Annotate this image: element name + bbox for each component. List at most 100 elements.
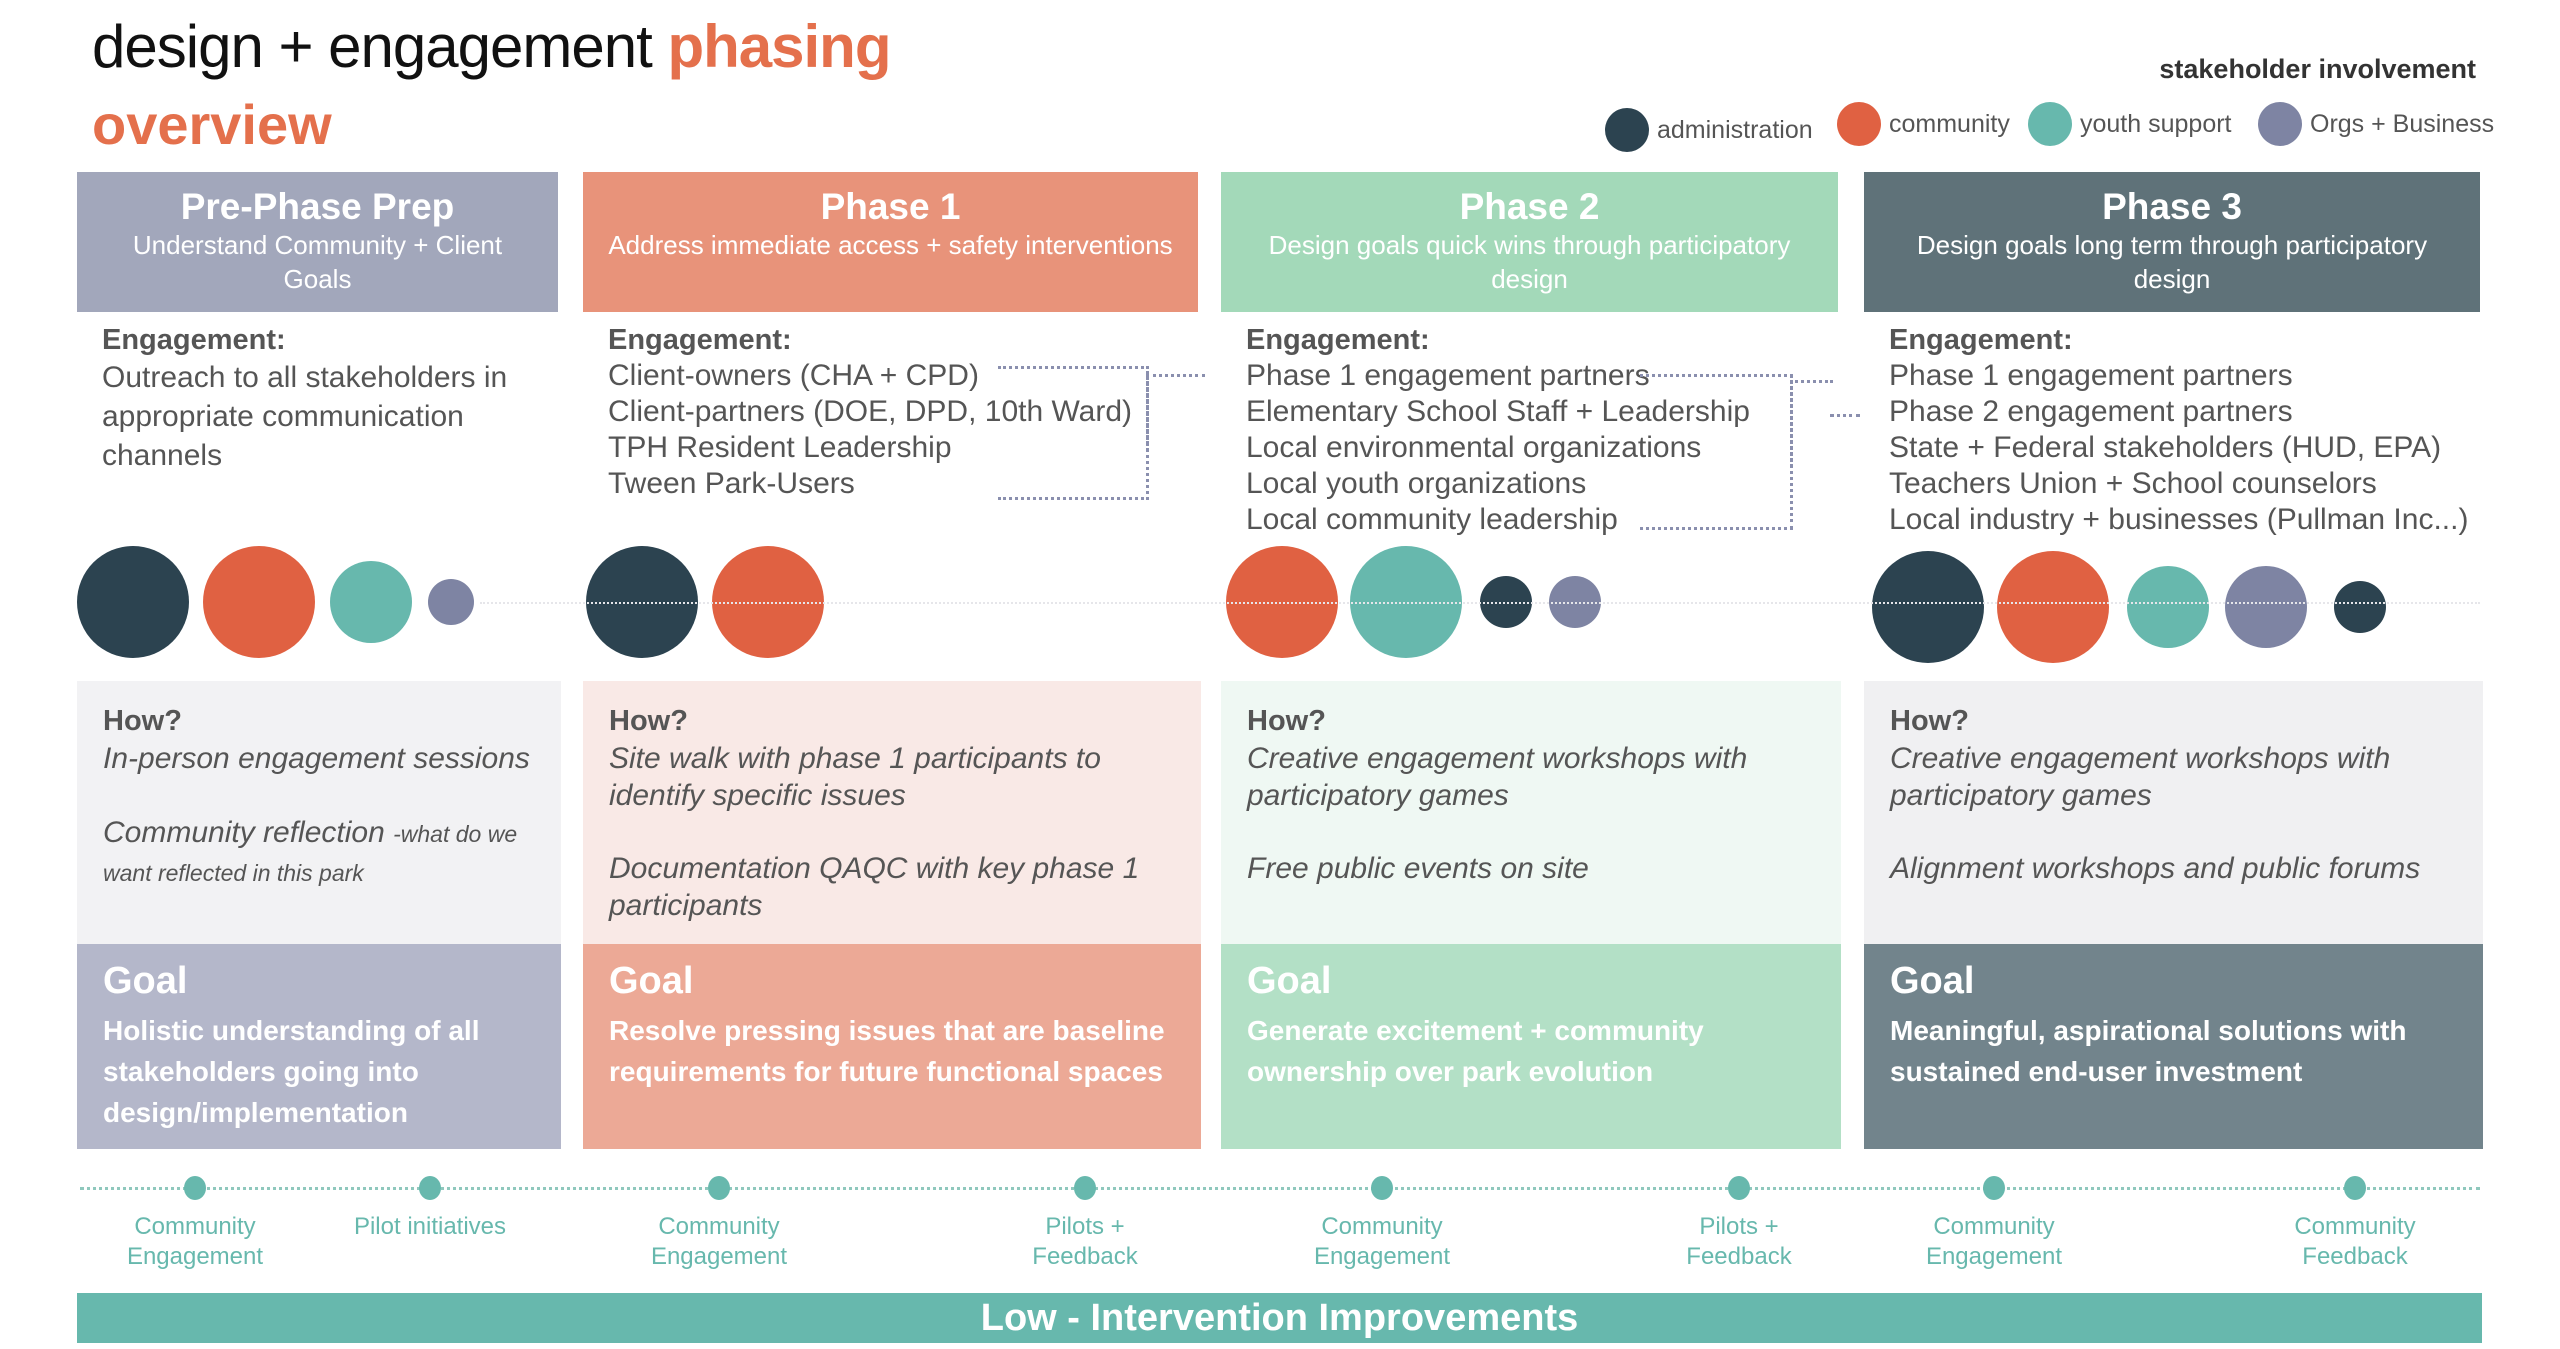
goal-label: Goal <box>103 960 188 1002</box>
stakeholder-circle-administration <box>77 546 189 658</box>
stakeholder-circle-youth-support <box>2127 566 2209 648</box>
goal-section: Goal Meaningful, aspirational solutions … <box>1864 944 2483 1149</box>
title-main: design + engagement <box>92 13 653 80</box>
connector-line <box>1830 414 1860 417</box>
timeline-milestone-label: Community Feedback <box>2294 1213 2416 1270</box>
goal-text: Generate excitement + community ownershi… <box>1247 1015 1704 1087</box>
engagement-item: Local community leadership <box>1246 503 1618 536</box>
stakeholder-circle-youth-support <box>330 561 412 643</box>
how-item: In-person engagement sessions <box>103 742 530 775</box>
engagement-item: Client-owners (CHA + CPD) <box>608 359 979 392</box>
legend-item-youth-support: youth support <box>2028 102 2232 146</box>
timeline-milestone-label: Pilot initiatives <box>353 1213 507 1240</box>
engagement-section: Engagement: Client-owners (CHA + CPD)Cli… <box>608 322 1203 502</box>
how-section: How? Creative engagement workshops with p… <box>1864 681 2483 944</box>
how-item: Site walk with phase 1 participants to i… <box>609 742 1101 812</box>
engagement-label: Engagement: <box>1246 324 1430 356</box>
timeline-milestone-label: Community Engagement <box>1925 1213 2063 1270</box>
timeline-milestone-dot <box>708 1176 730 1200</box>
goal-text: Resolve pressing issues that are baselin… <box>609 1015 1165 1087</box>
how-section: How? Site walk with phase 1 participants … <box>583 681 1201 944</box>
goal-section: Goal Holistic understanding of all stake… <box>77 944 561 1149</box>
engagement-label: Engagement: <box>1889 324 2073 356</box>
phase-header: Phase 3 Design goals long term through p… <box>1864 172 2480 312</box>
how-item: Free public events on site <box>1247 852 1589 885</box>
timeline-milestone-dot <box>184 1176 206 1200</box>
timeline-milestone-dot <box>1074 1176 1096 1200</box>
timeline-milestone-dot <box>1728 1176 1750 1200</box>
how-section: How?Creative engagement workshops with p… <box>1221 681 1841 944</box>
goal-section: Goal Resolve pressing issues that are ba… <box>583 944 1201 1149</box>
page-subtitle: overview <box>92 93 332 156</box>
how-item: Community reflection <box>103 816 385 849</box>
engagement-item: Elementary School Staff + Leadership <box>1246 395 1750 428</box>
timeline-milestone-label: Pilots + Feedback <box>1686 1213 1792 1270</box>
circle-icon <box>1837 102 1881 146</box>
timeline-milestone-dot <box>419 1176 441 1200</box>
goal-text: Holistic understanding of all stakeholde… <box>103 1015 480 1128</box>
stakeholder-circle-orgs-business <box>2225 566 2307 648</box>
phase-title: Pre-Phase Prep <box>180 186 455 227</box>
stakeholder-circle-administration <box>2334 581 2386 633</box>
how-label: How? <box>103 705 182 737</box>
engagement-item: Outreach to all stakeholders in appropri… <box>102 361 508 472</box>
phase-header: Pre-Phase Prep Understand Community + Cl… <box>77 172 558 312</box>
engagement-item: Local environmental organizations <box>1246 431 1702 464</box>
how-item: Alignment workshops and public forums <box>1890 852 2421 885</box>
legend-item-orgs-business: Orgs + Business <box>2258 102 2494 146</box>
goal-label: Goal <box>1890 960 1975 1002</box>
how-item: Creative engagement workshops with parti… <box>1890 742 2391 812</box>
engagement-label: Engagement: <box>608 324 792 356</box>
goal-label: Goal <box>609 960 694 1002</box>
legend-title: stakeholder involvement <box>2159 54 2476 84</box>
goal-section: Goal Generate excitement + community own… <box>1221 944 1841 1149</box>
title-accent: phasing <box>667 13 891 80</box>
connector-line <box>1640 374 1793 530</box>
stakeholder-circle-orgs-business <box>428 579 474 625</box>
engagement-item: Client-partners (DOE, DPD, 10th Ward) <box>608 395 1133 428</box>
page-title: design + engagement phasing <box>92 12 891 81</box>
legend-item-administration: administration <box>1605 108 1813 152</box>
timeline-milestone-dot <box>2344 1176 2366 1200</box>
engagement-item: Tween Park-Users <box>608 467 855 500</box>
connector-line <box>1146 374 1205 451</box>
phase-subtitle: Design goals long term through participa… <box>1916 230 2428 294</box>
phase-subtitle: Address immediate access + safety interv… <box>608 230 1173 260</box>
circle-icon <box>2258 102 2302 146</box>
how-note: -what do we want reflected in this park <box>103 821 518 886</box>
legend-label: Orgs + Business <box>2310 109 2495 138</box>
engagement-section: Engagement: Outreach to all stakeholders… <box>102 322 563 475</box>
phase-title: Phase 3 <box>2102 186 2242 227</box>
goal-label: Goal <box>1247 960 1332 1002</box>
engagement-item: Local industry + businesses (Pullman Inc… <box>1889 503 2469 536</box>
timeline-milestone-dot <box>1983 1176 2005 1200</box>
engagement-label: Engagement: <box>102 324 286 356</box>
phase-header: Phase 1 Address immediate access + safet… <box>583 172 1198 312</box>
phase-title: Phase 1 <box>820 186 961 227</box>
circle-icon <box>1605 108 1649 152</box>
engagement-item: Phase 1 engagement partners <box>1246 359 1650 392</box>
engagement-item: Phase 1 engagement partners <box>1889 359 2293 392</box>
how-label: How? <box>1890 705 1969 737</box>
circle-icon <box>2028 102 2072 146</box>
timeline-milestone-label: Pilots + Feedback <box>1032 1213 1138 1270</box>
legend-label: administration <box>1657 115 1813 144</box>
stakeholder-row-divider <box>480 602 2480 604</box>
stakeholder-circle-community <box>1997 551 2109 663</box>
phase-subtitle: Understand Community + Client Goals <box>132 230 503 294</box>
phase-subtitle: Design goals quick wins through particip… <box>1268 230 1791 294</box>
how-section: How? In-person engagement sessions Commun… <box>77 681 561 944</box>
how-item: Documentation QAQC with key phase 1 part… <box>609 852 1140 922</box>
engagement-item: State + Federal stakeholders (HUD, EPA) <box>1889 431 2442 464</box>
legend-label: youth support <box>2080 109 2232 138</box>
stakeholder-circle-administration <box>1872 551 1984 663</box>
phase-title: Phase 2 <box>1459 186 1600 227</box>
legend-label: community <box>1889 109 2010 138</box>
timeline-milestone-dot <box>1371 1176 1393 1200</box>
connector-line <box>998 366 1149 500</box>
phase-header: Phase 2 Design goals quick wins through … <box>1221 172 1838 312</box>
how-label: How? <box>609 705 688 737</box>
stakeholder-circle-community <box>203 546 315 658</box>
